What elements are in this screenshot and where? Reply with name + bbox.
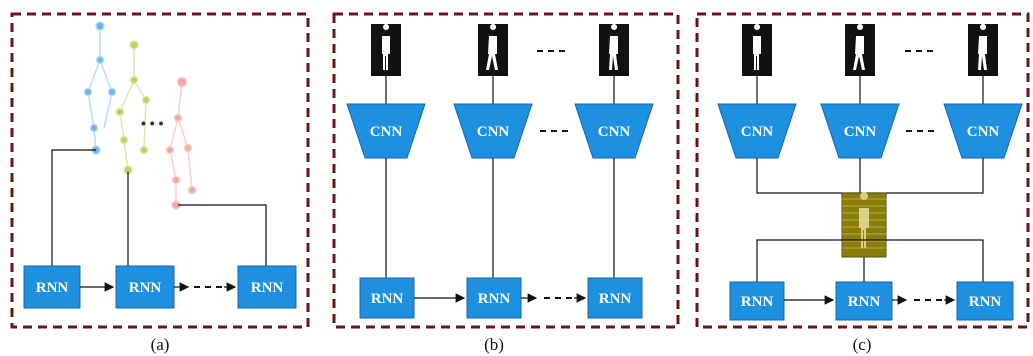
connector-a3 — [178, 204, 267, 266]
silhouette-c3 — [968, 24, 998, 76]
caption-a: (a) — [151, 335, 170, 354]
connector-a1 — [51, 149, 96, 266]
rnn-block-b3: RNN — [587, 277, 643, 319]
cnn-label: CNN — [598, 124, 631, 140]
rnn-label: RNN — [741, 294, 774, 310]
silhouette-c2 — [845, 24, 875, 76]
panel-c-frame — [695, 12, 1030, 329]
cnn-block-c2: CNN — [820, 103, 900, 159]
skeleton-green — [115, 40, 151, 175]
cnn-block-b2: CNN — [453, 103, 533, 159]
rnn-block-a1: RNN — [23, 265, 81, 309]
rnn-block-a3: RNN — [237, 265, 297, 309]
skeleton-ellipsis: • • • — [141, 115, 164, 131]
rnn-label: RNN — [371, 291, 404, 307]
cnn-label: CNN — [477, 124, 510, 140]
silhouette-b2 — [478, 24, 508, 76]
cnn-block-b3: CNN — [574, 103, 654, 159]
cnn-label: CNN — [370, 124, 403, 140]
rnn-block-b2: RNN — [466, 277, 522, 319]
cnn-block-c3: CNN — [943, 103, 1023, 159]
panel-b-frame — [332, 12, 680, 329]
merge-bus — [756, 158, 984, 194]
cnn-label: CNN — [844, 124, 877, 140]
rnn-block-c2: RNN — [835, 281, 893, 321]
panel-a: • • • RNN RNN — [10, 12, 310, 354]
rnn-label: RNN — [36, 280, 69, 296]
rnn-block-c1: RNN — [729, 281, 785, 321]
cnn-block-c1: CNN — [717, 103, 797, 159]
panel-b: CNN CNN CNN RNN RNN RNN — [332, 12, 680, 354]
rnn-label: RNN — [848, 294, 881, 310]
silhouette-b1 — [371, 24, 401, 76]
rnn-label: RNN — [251, 280, 284, 296]
cnn-label: CNN — [741, 124, 774, 140]
skeleton-red — [165, 76, 197, 210]
cnn-label: CNN — [967, 124, 1000, 140]
rnn-block-b1: RNN — [359, 277, 415, 319]
rnn-label: RNN — [969, 294, 1002, 310]
panel-a-frame — [10, 12, 310, 329]
attention-map — [841, 192, 887, 258]
silhouette-b3 — [599, 24, 629, 76]
caption-b: (b) — [484, 335, 504, 354]
rnn-label: RNN — [129, 280, 162, 296]
rnn-block-a2: RNN — [115, 265, 175, 309]
rnn-block-c3: RNN — [956, 281, 1014, 321]
rnn-label: RNN — [478, 291, 511, 307]
skeleton-blue — [83, 21, 117, 155]
caption-c: (c) — [853, 335, 872, 354]
cnn-block-b1: CNN — [346, 103, 426, 159]
panel-c: CNN CNN CNN — [695, 12, 1030, 354]
rnn-label: RNN — [599, 291, 632, 307]
split-bus — [756, 239, 984, 282]
silhouette-c1 — [742, 24, 772, 76]
